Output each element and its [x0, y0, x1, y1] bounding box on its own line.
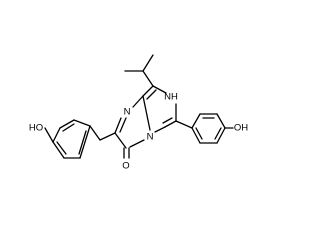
- bond-c8-nh: [152, 85, 167, 94]
- bond-c6-aryl: [175, 120, 193, 129]
- bond-c6-c5-double: [164, 120, 177, 128]
- bond-n-imine-c2-double-inner: [119, 117, 127, 133]
- ring-inner-bond-2: [56, 141, 67, 155]
- ring-inner-bond-3: [78, 130, 87, 155]
- ring-bond-1: [191, 113, 201, 129]
- isopropyl-group: [124, 54, 154, 87]
- bond-aryl-oh: [44, 127, 54, 143]
- atom-labels: NH N N O HO OH: [29, 92, 248, 172]
- ring-bond-6: [79, 125, 91, 159]
- atom-label-n-bridge: N: [147, 132, 154, 143]
- hydroxybenzyl-left: [44, 119, 116, 159]
- atom-label-nh: NH: [164, 92, 178, 103]
- bond-ch-methyl-right: [142, 54, 154, 72]
- atom-label-oh-right: OH: [234, 123, 248, 134]
- ring-bond-4: [216, 127, 226, 144]
- ring-bond-3: [216, 113, 226, 129]
- bond-c3-n-bridge: [129, 139, 145, 148]
- ring-bond-2: [59, 119, 75, 129]
- ring-inner-bond-2: [214, 127, 222, 140]
- ring-bond-1: [73, 119, 91, 127]
- hydroxyphenyl-right: [175, 113, 234, 144]
- bond-c8a-c8-double-inner: [146, 89, 157, 100]
- ring-bond-6: [191, 127, 201, 144]
- imidazopyrazinone-core: [114, 85, 177, 159]
- bond-c6-c5-double-inner: [162, 117, 173, 124]
- atom-label-oxo: O: [122, 161, 129, 172]
- ring-inner-bond-3: [195, 127, 203, 140]
- bond-ch2-aryl: [89, 125, 101, 141]
- ring-bond-4: [52, 141, 65, 159]
- bond-c2-ch2: [99, 132, 116, 141]
- bond-c5-n-bridge: [154, 126, 166, 133]
- bond-c8a-c8-double: [142, 85, 154, 97]
- bond-c2-c3: [114, 132, 127, 149]
- bond-n-bridge-c8a: [142, 95, 151, 131]
- bond-n-imine-c2-double: [114, 117, 122, 134]
- atom-label-n-imine: N: [124, 107, 131, 118]
- atom-label-oh-left: HO: [29, 123, 43, 134]
- ring-inner-bond-1: [62, 123, 75, 132]
- ring-bond-3: [52, 127, 61, 143]
- molecule-structure-diagram: NH N N O HO OH: [29, 54, 248, 172]
- bond-c8-ch: [142, 70, 154, 87]
- bond-c8a-n-imine: [132, 95, 144, 108]
